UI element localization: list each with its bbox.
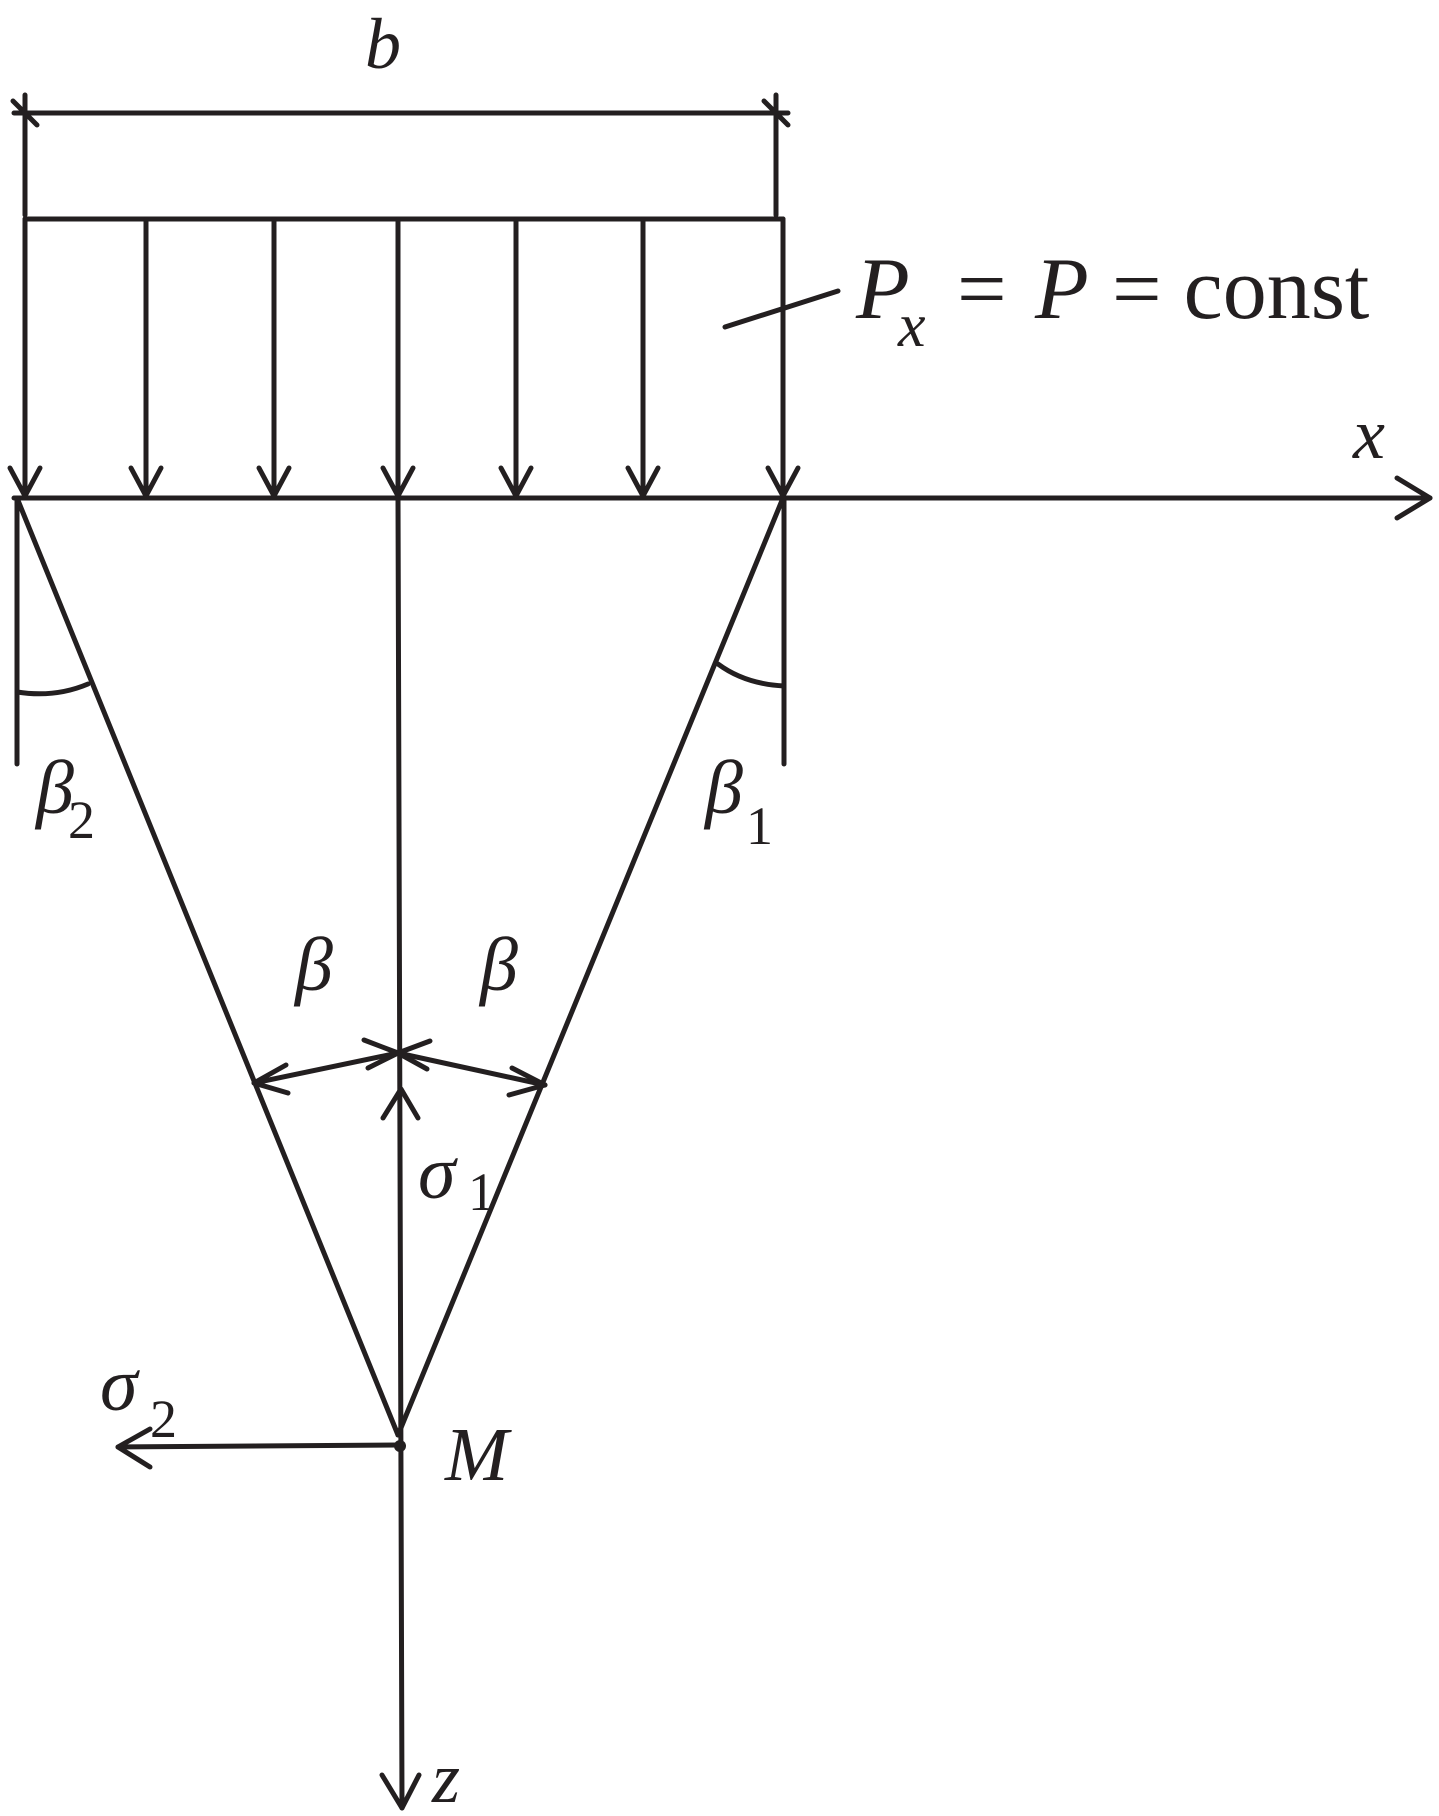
label-eq2: = const [1090, 241, 1369, 338]
label-eq1: = [935, 241, 1029, 338]
beta-right-arrow [395, 1038, 548, 1098]
z-axis [379, 495, 422, 1811]
label-beta-left: β [293, 923, 333, 1007]
load-arrow [498, 216, 534, 499]
point-m-dot [394, 1440, 406, 1452]
right-side-line [395, 495, 786, 1438]
load-formula: P x = P = const [855, 241, 1369, 360]
label-z: z [431, 1738, 460, 1816]
beta-left-arrow [251, 1037, 401, 1096]
load-arrows [7, 216, 801, 499]
label-beta-right: β [478, 923, 518, 1007]
label-beta2-sub: 2 [68, 790, 95, 850]
load-arrow [256, 216, 292, 499]
label-sigma1-sub: 1 [468, 1162, 495, 1222]
load-arrow [380, 216, 416, 499]
label-sigma1: σ [418, 1131, 458, 1215]
label-b: b [365, 4, 401, 84]
sigma1-arrow [380, 1086, 421, 1121]
label-beta1-sub: 1 [746, 796, 773, 856]
load-arrow [765, 216, 801, 499]
beta1-arc [715, 661, 787, 689]
load-arrow [625, 216, 661, 499]
width-dimension [10, 92, 791, 218]
label-m: M [444, 1413, 512, 1497]
load-pointer [722, 288, 841, 330]
label-beta1: β [703, 746, 743, 830]
label-p2: P [1034, 241, 1089, 338]
load-arrow [7, 216, 43, 499]
label-sigma2: σ [100, 1343, 140, 1427]
label-beta2: β [34, 746, 74, 830]
label-p: P [855, 241, 910, 338]
left-side-line [14, 495, 401, 1438]
beta2-arc [14, 681, 91, 697]
x-axis [11, 475, 1433, 521]
label-sigma2-sub: 2 [150, 1389, 177, 1449]
load-arrow [128, 216, 164, 499]
label-x: x [1352, 394, 1385, 474]
sigma2-arrow [115, 1426, 401, 1470]
label-p-sub: x [897, 292, 926, 360]
